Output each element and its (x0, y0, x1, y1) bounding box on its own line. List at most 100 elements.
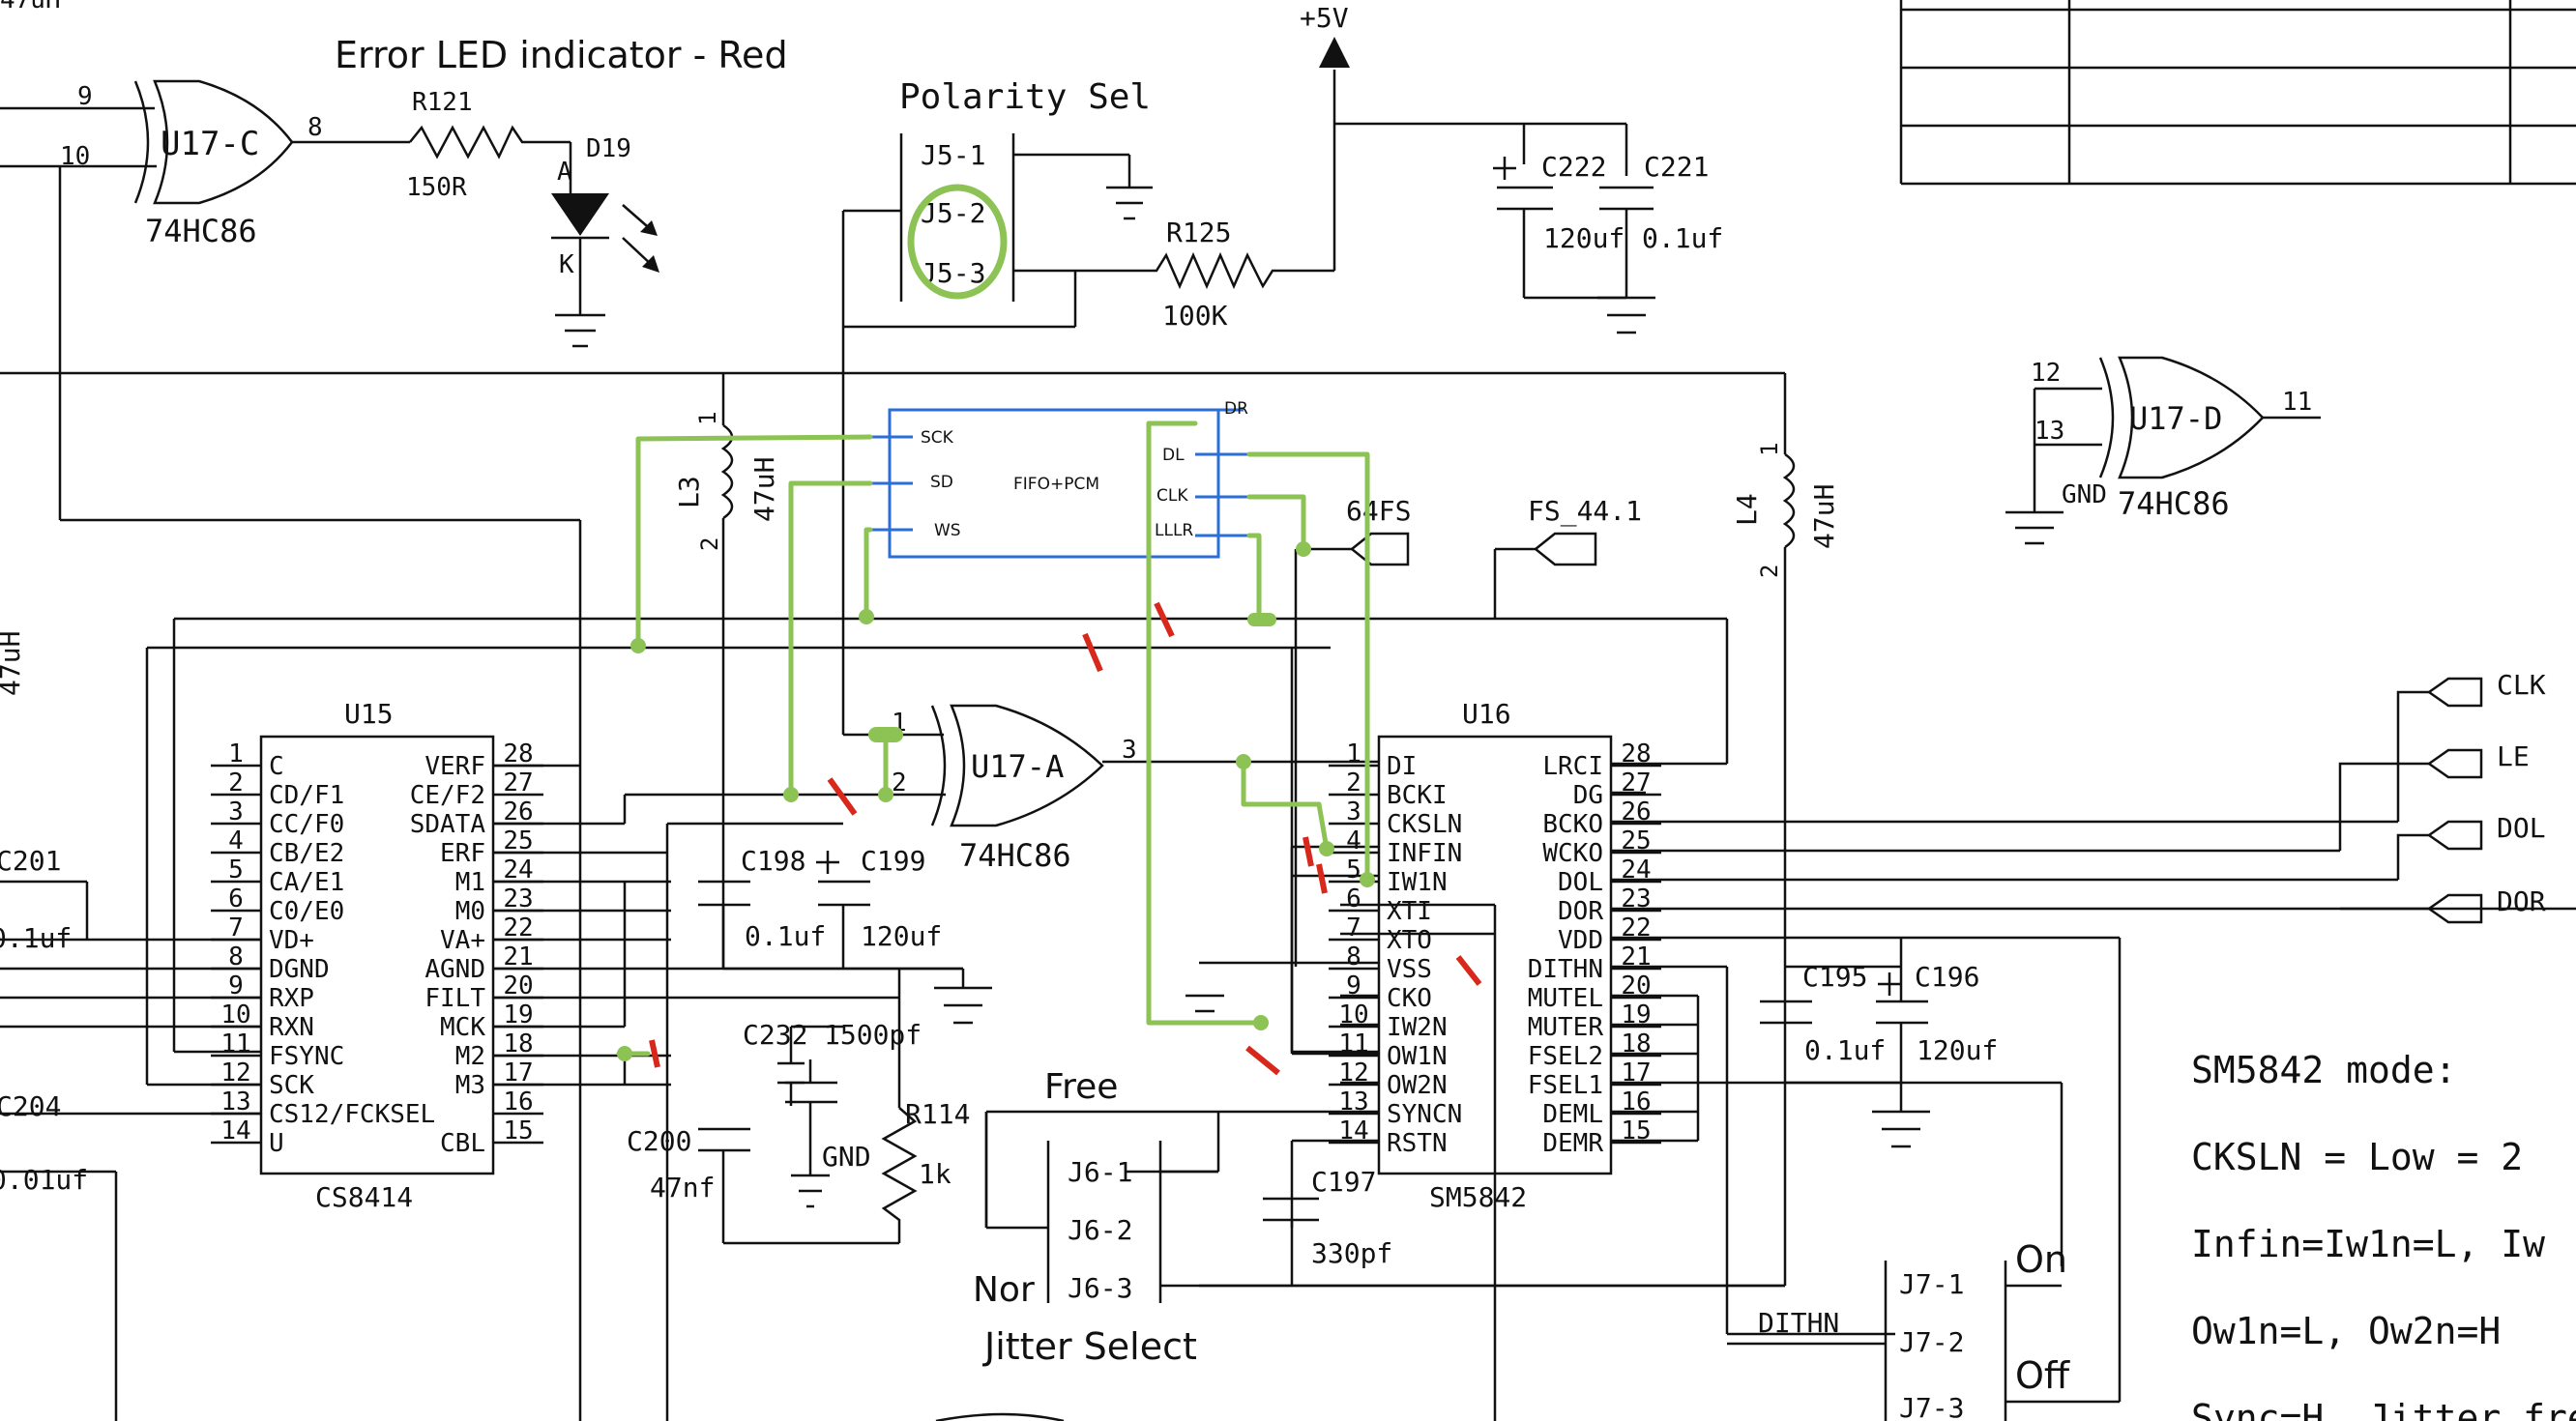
u16-pin-name: MUTEL (1528, 984, 1603, 1013)
u15-pin-name: SCK (269, 1071, 314, 1100)
u15-pin-name: MCK (440, 1013, 485, 1042)
fs64-label: 64FS (1346, 495, 1411, 527)
c199-ref: C199 (861, 845, 925, 877)
u15-pin-name: ERF (440, 839, 485, 868)
plus5v-label: +5V (1300, 2, 1349, 34)
bus-wires (145, 617, 1729, 1087)
u15-pin-name: CA/E1 (269, 868, 344, 897)
u17c-pin-a: 9 (77, 82, 93, 111)
c200-ref: C200 (627, 1125, 691, 1157)
off-label: Off (2015, 1354, 2070, 1397)
u15-pin-name: C0/E0 (269, 897, 344, 926)
u16-pin-num: 8 (1346, 942, 1361, 972)
l3-value: 47uH (748, 457, 780, 522)
r114-value: 1k (919, 1158, 951, 1190)
u15-pin-name: CC/F0 (269, 810, 344, 839)
u16-pin-num: 6 (1346, 884, 1361, 914)
u15-pin-num: 26 (503, 798, 533, 826)
u15-pin-name: RXN (269, 1013, 314, 1042)
c222-c221-caps (1493, 157, 1655, 334)
u15-pin-num: 24 (503, 856, 533, 884)
j5-highlight-circle (907, 184, 1008, 300)
u16-pin-name: WCKO (1542, 839, 1603, 868)
u15-pin-num: 14 (220, 1116, 250, 1146)
l4-ref: L4 (1731, 493, 1763, 526)
nor-label: Nor (973, 1270, 1035, 1310)
c222-ref: C222 (1541, 151, 1606, 183)
c232-value: 1500pf (824, 1019, 922, 1051)
u15-pin-num: 22 (503, 914, 533, 942)
u16-pin-name: FSEL1 (1528, 1071, 1603, 1100)
j7-pin3: J7-3 (1899, 1392, 1964, 1421)
l3-ref: L3 (673, 476, 705, 508)
fifo-pin-sd: SD (930, 473, 953, 492)
u16-pin-name: BCKO (1542, 810, 1603, 839)
error-led-title: Error LED indicator - Red (335, 34, 788, 76)
u16-pin-name: DEMR (1542, 1129, 1603, 1158)
u15-pin-num: 15 (503, 1116, 533, 1146)
polarity-sel-title: Polarity Sel (899, 77, 1151, 117)
u17a-part: 74HC86 (959, 837, 1071, 874)
u15-pin-name: CB/E2 (269, 839, 344, 868)
u15-pin-num: 21 (503, 942, 533, 972)
clk-flag-label: CLK (2497, 669, 2546, 701)
green-rework-wires (616, 420, 1375, 1061)
u17d-ref: U17-D (2129, 400, 2222, 437)
u17c-pin-b: 10 (60, 142, 90, 171)
u15-pin-name: CE/F2 (410, 781, 485, 810)
l4-pin2: 2 (1756, 565, 1783, 578)
u15-pin-num: 23 (503, 884, 533, 914)
dol-flag-label: DOL (2497, 812, 2546, 844)
c196-value: 120uf (1917, 1034, 1998, 1066)
j7-header (1727, 1261, 2120, 1421)
j7-pin2: J7-2 (1899, 1326, 1964, 1358)
c201-ref: C201 (0, 845, 61, 877)
j6-pin1: J6-1 (1068, 1156, 1132, 1188)
u15-pin-num: 18 (503, 1030, 533, 1058)
c222-value: 120uf (1543, 222, 1625, 254)
u17a-ref: U17-A (971, 748, 1064, 785)
u15-pin-num: 10 (220, 1000, 250, 1030)
fifo-pin-lllr: LLLR (1155, 521, 1193, 540)
j5-pin1: J5-1 (921, 139, 985, 171)
u17a-pin-b: 2 (892, 768, 907, 798)
u15-pin-num: 7 (228, 914, 244, 942)
u16-part: SM5842 (1429, 1181, 1527, 1213)
r114-ref: R114 (905, 1098, 970, 1130)
c232-c200-r114 (698, 969, 918, 1245)
u15-pin-num: 25 (503, 826, 533, 856)
red-cut-marks (649, 601, 1482, 1076)
u16-pin-name: XTI (1387, 897, 1432, 926)
u17d-pin-out: 11 (2282, 388, 2312, 417)
l4-pin1: 1 (1756, 443, 1783, 456)
u15-pin-num: 2 (228, 768, 244, 798)
u15-pin-name: M1 (455, 868, 485, 897)
gnd-j-label: GND (822, 1141, 871, 1173)
u15-pin-name: RXP (269, 984, 314, 1013)
u15-pin-num: 12 (220, 1058, 250, 1088)
r125-resistor (1075, 70, 1336, 290)
u15-pin-name: FILT (424, 984, 485, 1013)
j6-header (984, 1112, 1785, 1303)
u16-pin-name: BCKI (1387, 781, 1448, 810)
fifo-pin-ws: WS (934, 521, 961, 540)
u16-pin-name: LRCI (1542, 752, 1603, 781)
u16-pin-name: DOR (1558, 897, 1603, 926)
dor-flag-label: DOR (2497, 885, 2546, 917)
u15-pin-name: CD/F1 (269, 781, 344, 810)
u17c-pin-out: 8 (307, 113, 323, 142)
mode-note-line: Ow1n=L, Ow2n=H (2191, 1310, 2501, 1352)
d19-anode: A (557, 158, 572, 187)
u16-ref: U16 (1462, 698, 1511, 730)
u15-pin-num: 19 (503, 1000, 533, 1030)
c232-ref: C232 (743, 1019, 807, 1051)
r125-ref: R125 (1166, 217, 1231, 248)
u15-pin-name: M3 (455, 1071, 485, 1100)
u16-pin-name: DI (1387, 752, 1417, 781)
sm5842-mode-notes: SM5842 mode:CKSLN = Low = 2Infin=Iw1n=L,… (2191, 1049, 2576, 1421)
u17c-gate (0, 79, 582, 1421)
c196-ref: C196 (1915, 961, 1979, 993)
u16-pin-name: IW2N (1387, 1013, 1448, 1042)
l4-inductor (1199, 373, 1796, 1288)
